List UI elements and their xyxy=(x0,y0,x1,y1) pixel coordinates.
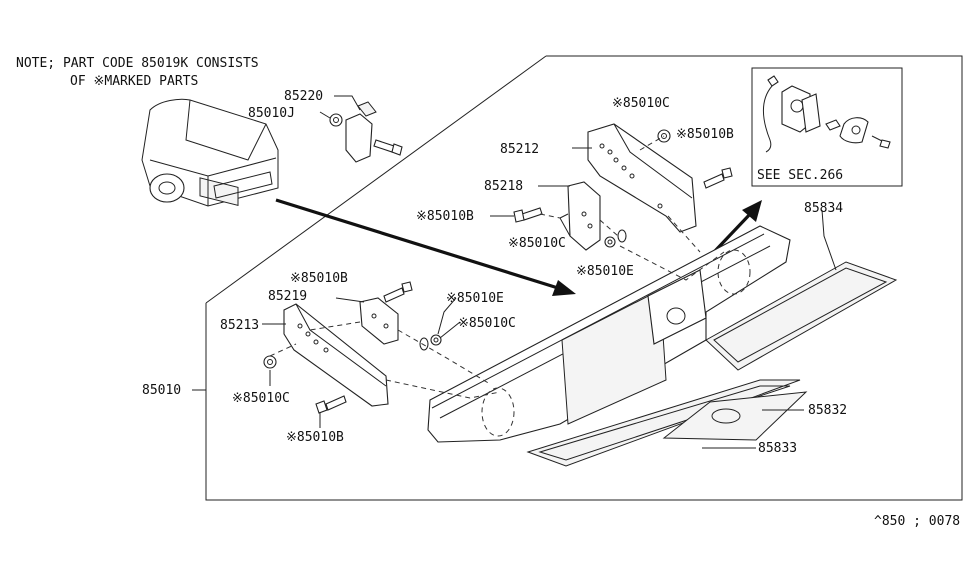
label-85010b-bottom: ※85010B xyxy=(286,430,344,445)
leader-line xyxy=(319,111,331,119)
location-arrow-head xyxy=(552,280,576,296)
leader-line xyxy=(334,95,361,111)
label-85010: 85010 xyxy=(142,383,181,398)
license-lamp-icon xyxy=(763,75,891,153)
bolt-85010b-left-icon xyxy=(383,281,413,303)
label-85010c-mid: ※85010C xyxy=(508,236,566,251)
assembly-boundary xyxy=(205,55,963,501)
note-line-2: OF ※MARKED PARTS xyxy=(70,74,198,89)
assembly-boundary-diagonal xyxy=(205,55,547,304)
label-85220: 85220 xyxy=(284,89,323,104)
lamp-reference-arrow-head xyxy=(742,200,762,222)
bolt-85010b-bottom-icon xyxy=(315,395,347,414)
step-pad-85834-icon xyxy=(705,261,898,371)
label-85834: 85834 xyxy=(804,201,843,216)
step-pad-85833-icon xyxy=(662,391,808,441)
bracket-85220-icon xyxy=(345,101,377,163)
bracket-85218-icon xyxy=(559,181,601,251)
note-line-1: NOTE; PART CODE 85019K CONSISTS xyxy=(16,56,259,71)
label-85010b-mid: ※85010B xyxy=(416,209,474,224)
see-section-label: SEE SEC.266 xyxy=(757,168,843,183)
bracket-85212-icon xyxy=(587,123,697,233)
pickup-truck-icon xyxy=(141,98,279,207)
leader-line xyxy=(439,321,461,339)
lamp-inset-box xyxy=(751,67,903,187)
leader-line xyxy=(437,297,457,335)
bracket-85219-icon xyxy=(359,297,399,345)
label-85010c-bottom: ※85010C xyxy=(232,391,290,406)
nut-85010c-mid-icon xyxy=(604,236,616,248)
label-85010c-top: ※85010C xyxy=(612,96,670,111)
assembly-line xyxy=(539,213,561,219)
nut-85010j-icon xyxy=(329,113,343,127)
bolt-85010b-mid-icon xyxy=(513,207,543,223)
bolt-icon xyxy=(373,139,403,156)
nut-85010c-bottom-icon xyxy=(263,355,277,369)
label-85832: 85832 xyxy=(808,403,847,418)
washer-85010e-left-icon xyxy=(419,337,429,351)
label-85212: 85212 xyxy=(500,142,539,157)
location-arrow xyxy=(275,198,559,290)
diagram-code: ^850 ; 0078 xyxy=(874,514,960,529)
label-85010e-mid: ※85010E xyxy=(576,264,634,279)
assembly-line xyxy=(599,219,619,237)
assembly-line xyxy=(667,215,701,253)
bolt-85010b-top-icon xyxy=(703,167,733,189)
label-85010j: 85010J xyxy=(248,106,295,121)
label-85010e-left: ※85010E xyxy=(446,291,504,306)
label-85833: 85833 xyxy=(758,441,797,456)
assembly-line xyxy=(397,329,491,385)
leader-line xyxy=(821,209,837,271)
assembly-line xyxy=(385,379,501,399)
leader-line xyxy=(335,297,365,303)
label-85213: 85213 xyxy=(220,318,259,333)
nut-85010c-left-icon xyxy=(430,334,442,346)
rear-bumper-icon xyxy=(427,225,791,443)
assembly-line xyxy=(619,245,725,281)
washer-85010e-mid-icon xyxy=(617,229,627,243)
label-85010c-left: ※85010C xyxy=(458,316,516,331)
label-85219: 85219 xyxy=(268,289,307,304)
label-85010b-left: ※85010B xyxy=(290,271,348,286)
assembly-line xyxy=(269,343,297,357)
label-85010b-top: ※85010B xyxy=(676,127,734,142)
bracket-85213-icon xyxy=(283,303,389,407)
label-85218: 85218 xyxy=(484,179,523,194)
assembly-line xyxy=(639,135,665,151)
